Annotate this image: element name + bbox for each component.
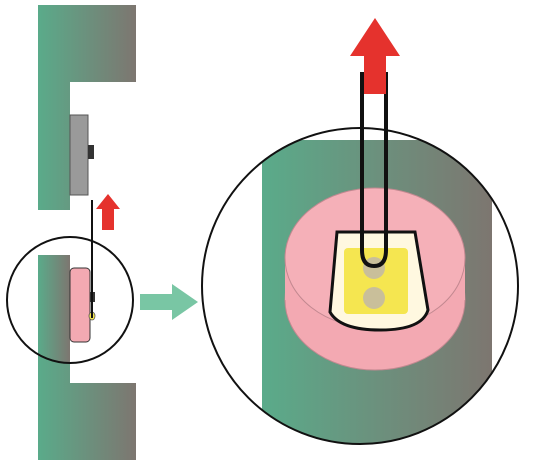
- left-wall-assembly: [38, 5, 136, 460]
- wire-loop: [360, 128, 388, 269]
- grey-block-knob: [88, 145, 94, 159]
- large-arrow-assembly: [350, 18, 400, 130]
- grey-block: [69, 114, 89, 196]
- upper-wall-section: [38, 5, 136, 210]
- small-wall-clip: [38, 255, 70, 363]
- magnifier-circle-large: [201, 127, 519, 445]
- magnifier-circle-small: [6, 236, 134, 364]
- lower-ball: [363, 287, 385, 309]
- zoom-arrow-right: [140, 284, 198, 320]
- upward-arrow-large: [350, 18, 400, 94]
- upward-arrow-small: [96, 194, 120, 230]
- small-circle-outline: [6, 236, 134, 364]
- yellow-insert: [344, 248, 408, 314]
- small-pink-block: [69, 267, 91, 343]
